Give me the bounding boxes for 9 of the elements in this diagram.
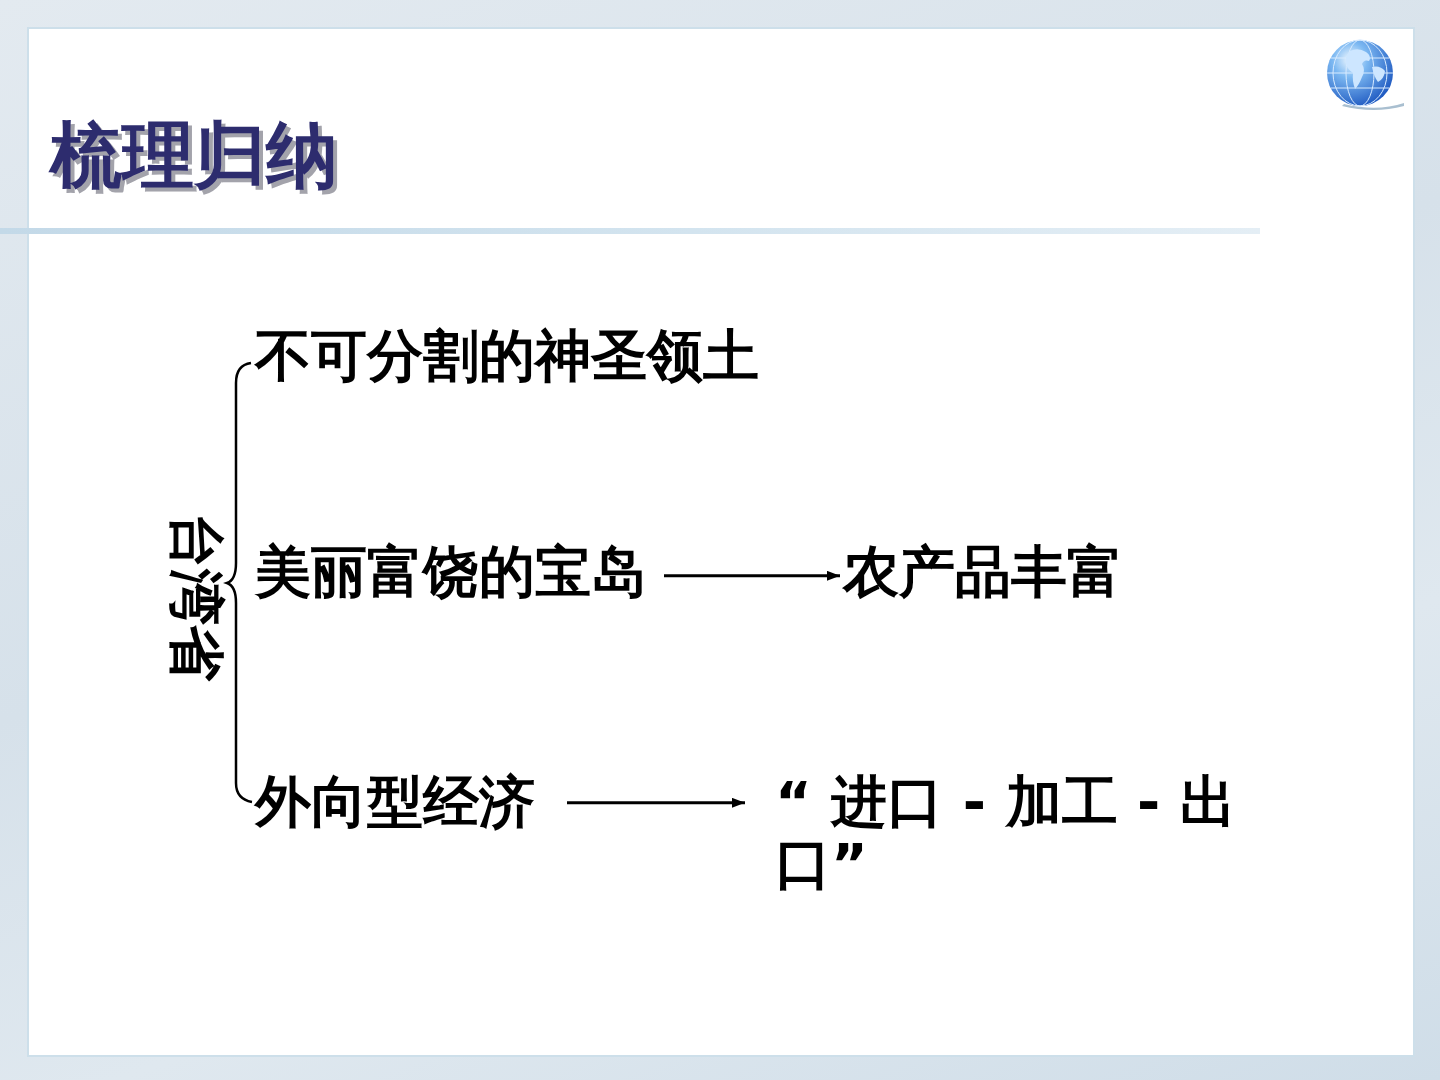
result-label: 农产品丰富 [840,541,1123,603]
vertical-label: 台湾省 [165,513,227,681]
arrow [664,570,840,581]
branch-label: 外向型经济 [255,771,567,833]
branch-label: 不可分割的神圣领土 [255,325,759,387]
slide-title: 梳理归纳 [50,112,338,199]
branch-label: 美丽富饶的宝岛 [255,541,664,603]
arrow [567,797,745,808]
result-label: “ 进口 - 加工 - 出口” [745,771,1275,895]
